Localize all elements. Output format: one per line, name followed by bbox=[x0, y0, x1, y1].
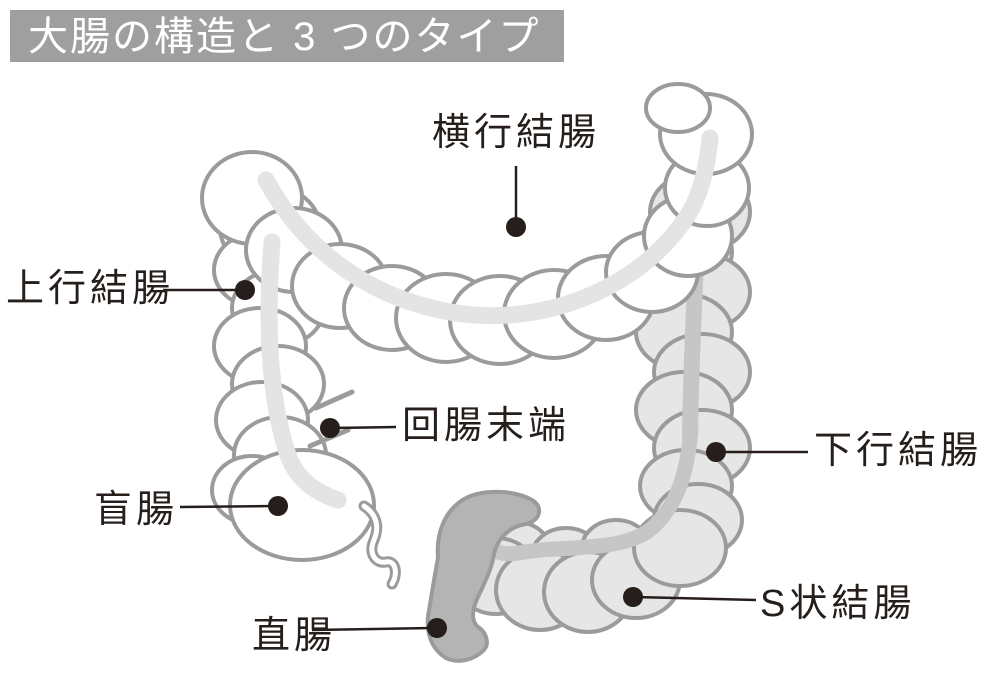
label-descending-colon: 下行結腸 bbox=[814, 430, 982, 472]
page-title: 大腸の構造と 3 つのタイプ bbox=[28, 15, 540, 59]
rectum-shape bbox=[425, 489, 542, 663]
label-rectum: 直腸 bbox=[252, 615, 336, 657]
label-sigmoid-colon: S状結腸 bbox=[760, 583, 915, 625]
transverse-tenia-band bbox=[257, 129, 719, 325]
sigmoid-tenia-band bbox=[489, 420, 699, 562]
callout-dot-cecum bbox=[268, 496, 288, 516]
callouts bbox=[163, 166, 808, 638]
callout-dot-transverse bbox=[506, 217, 526, 237]
ascending-tenia-band bbox=[260, 233, 347, 509]
header-banner bbox=[10, 10, 564, 62]
callout-dot-rectum bbox=[427, 618, 447, 638]
callout-line-rectum bbox=[311, 626, 433, 632]
callout-dot-ascending bbox=[235, 280, 255, 300]
callout-line-sigmoid bbox=[634, 595, 757, 602]
callout-line-cecum bbox=[179, 504, 275, 509]
label-layer: 横行結腸 上行結腸 回腸末端 盲腸 直腸 下行結腸 S状結腸 bbox=[6, 112, 982, 657]
callout-line-ileum bbox=[331, 425, 397, 430]
callout-dot-ileum bbox=[320, 418, 340, 438]
label-cecum: 盲腸 bbox=[94, 489, 178, 531]
label-transverse-colon: 横行結腸 bbox=[432, 112, 600, 154]
callout-dot-sigmoid bbox=[623, 587, 643, 607]
label-terminal-ileum: 回腸末端 bbox=[402, 405, 570, 447]
label-ascending-colon: 上行結腸 bbox=[6, 268, 174, 310]
appendix-shape bbox=[358, 500, 401, 590]
cecum-shape bbox=[228, 448, 376, 562]
terminal-ileum-marks bbox=[307, 389, 355, 449]
callout-dot-descending bbox=[706, 442, 726, 462]
